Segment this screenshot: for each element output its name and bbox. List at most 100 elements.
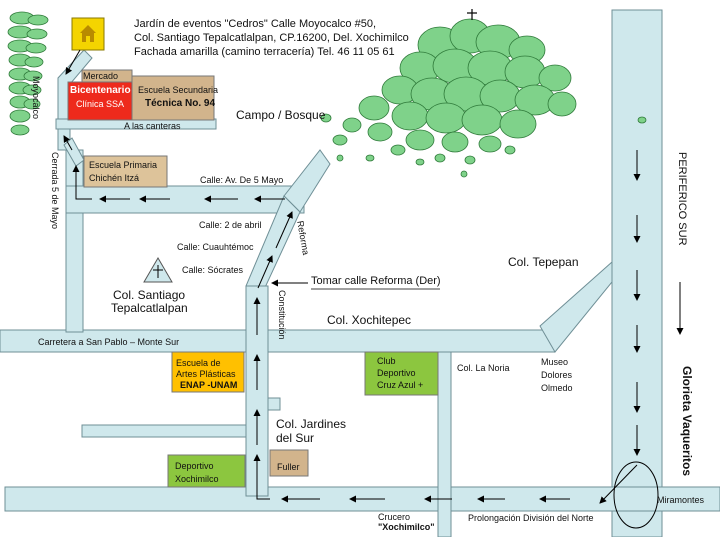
periferico-label: PERIFERICO SUR: [676, 152, 688, 246]
museo-label-2: Dolores: [541, 370, 573, 380]
venue-line-3: Fachada amarilla (camino terracería) Tel…: [134, 46, 395, 58]
club-box: [364, 351, 439, 396]
house-icon[interactable]: [71, 17, 105, 51]
club-label-2: Deportivo: [377, 368, 416, 378]
tree: [23, 98, 41, 110]
tree: [391, 101, 429, 131]
prolongacion-label: Prolongación División del Norte: [468, 513, 594, 523]
tree: [538, 64, 572, 92]
noria-road: [437, 351, 452, 537]
crucero-label-1: Crucero: [378, 512, 411, 522]
deportivo-label-1: Deportivo: [175, 461, 214, 471]
cerrada-label: Cerrada 5 de Mayo: [50, 152, 60, 230]
tomar-label: Tomar calle Reforma (Der): [311, 275, 441, 287]
tree: [460, 170, 468, 178]
arrow-icon: [275, 211, 293, 249]
bosque-label: Campo / Bosque: [236, 108, 326, 122]
arrow-icon: [257, 255, 273, 289]
av5mayo-label: Calle: Av. De 5 Mayo: [200, 175, 284, 185]
venue-line-1: Jardín de eventos "Cedros" Calle Moyocal…: [134, 18, 376, 30]
club-label-3: Cruz Azul +: [377, 380, 424, 390]
tree: [547, 91, 577, 117]
primaria-label-1: Escuela Primaria: [89, 160, 158, 170]
triangle-landmark-icon: [143, 257, 173, 283]
constitucion-label: Constitución: [277, 290, 287, 340]
cuauhtemoc-label: Calle: Cuauhtémoc: [177, 242, 254, 252]
miramontes-label: Miramontes: [657, 495, 705, 505]
tree: [637, 116, 647, 124]
enap-label-2: Artes Plásticas: [176, 369, 236, 379]
mercado-label-1: Mercado: [83, 71, 119, 81]
tree: [332, 134, 348, 146]
enap-label-3: ENAP -UNAM: [180, 380, 238, 390]
tree: [461, 104, 503, 136]
cerrada-road: [65, 149, 84, 333]
secundaria-label-2: Técnica No. 94: [145, 98, 216, 109]
moyocalco-label: Moyocalco: [31, 76, 41, 120]
deportivo-label-2: Xochimilco: [175, 474, 219, 484]
tree: [342, 117, 362, 133]
abril-label: Calle: 2 de abril: [199, 220, 262, 230]
arrow-icon: [256, 484, 270, 500]
tree: [425, 102, 467, 134]
forest: [7, 11, 647, 178]
tree: [336, 154, 344, 162]
route-arrows: [63, 135, 684, 504]
fuller-label: Fuller: [277, 462, 300, 472]
tepepan-label: Col. Tepepan: [508, 255, 579, 269]
tree: [504, 145, 516, 155]
tree: [22, 84, 42, 96]
tree: [10, 124, 30, 136]
glorieta-circle: [613, 461, 659, 529]
jardines-label-1: Col. Jardines: [276, 417, 347, 431]
mercado-label-2: Bicentenario: [70, 85, 131, 96]
tree: [320, 113, 332, 123]
fuller-box: [269, 449, 309, 477]
tree: [415, 158, 425, 166]
socrates-label: Calle: Sócrates: [182, 265, 244, 275]
tree: [9, 109, 31, 123]
tree: [478, 135, 502, 153]
tree: [358, 95, 390, 121]
primaria-box: [83, 155, 168, 188]
glorieta-label: Glorieta Vaqueritos: [680, 366, 694, 477]
arrow-icon: [63, 135, 73, 151]
side-road: [81, 424, 247, 438]
tree: [365, 154, 375, 162]
tree: [390, 144, 406, 156]
noria-label: Col. La Noria: [457, 363, 510, 373]
tree: [464, 155, 476, 165]
tree: [441, 131, 469, 153]
church-cross-icon: [467, 9, 477, 20]
tree: [367, 122, 393, 142]
arrow-icon: [75, 186, 92, 200]
tree: [499, 109, 537, 139]
diagonal-road: [539, 260, 613, 353]
jardines-label-2: del Sur: [276, 431, 315, 445]
enap-label-1: Escuela de: [176, 358, 221, 368]
tree: [434, 153, 446, 163]
tree: [26, 28, 48, 40]
deportivo-box: [167, 454, 246, 488]
enap-box: [171, 351, 245, 393]
secundaria-label-1: Escuela Secundaria: [138, 85, 219, 95]
venue-pointer: [65, 49, 81, 75]
side-road-2: [267, 397, 281, 411]
carretera-label: Carretera a San Pablo – Monte Sur: [38, 337, 180, 347]
museo-label-1: Museo: [541, 357, 569, 367]
santiago-label-1: Col. Santiago: [113, 288, 186, 302]
tree: [27, 14, 49, 26]
secundaria-box: [131, 75, 215, 121]
tree: [25, 42, 47, 54]
museo-label-3: Olmedo: [541, 383, 573, 393]
canteras-label: A las canteras: [124, 121, 181, 131]
club-label-1: Club: [377, 356, 396, 366]
crucero-label-2: "Xochimilco": [378, 522, 435, 532]
santiago-label-2: Tepalcatlalpan: [111, 301, 188, 315]
primaria-label-2: Chichén Itzá: [89, 173, 140, 183]
venue-line-2: Col. Santiago Tepalcatlalpan, CP.16200, …: [134, 32, 409, 44]
tree: [23, 70, 43, 82]
tree: [24, 56, 44, 68]
tree: [405, 129, 435, 151]
